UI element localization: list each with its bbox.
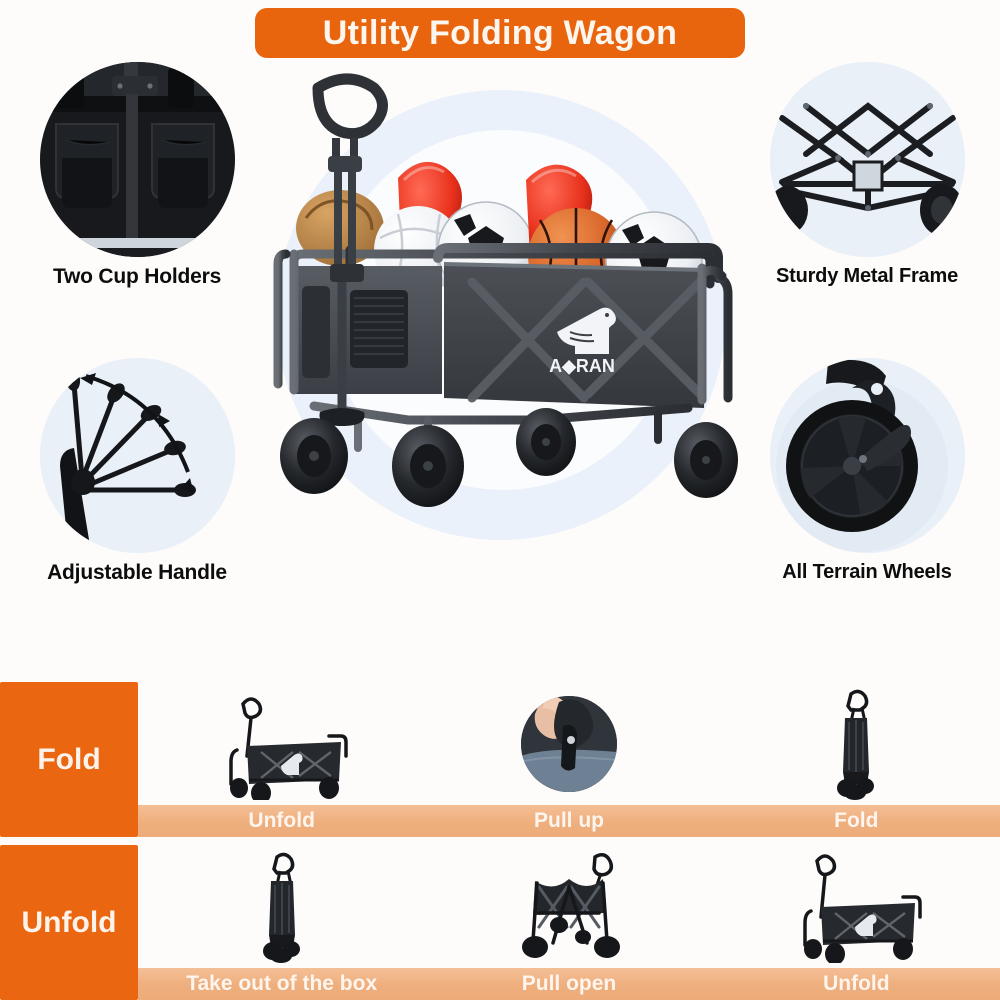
row-label-unfold-text: Unfold: [21, 905, 117, 939]
unfold-label-strip: [138, 968, 1000, 1000]
metal-frame-icon: [769, 62, 965, 257]
fold-steps: Unfold: [138, 682, 1000, 837]
feature-cup-holders: Two Cup Holders: [22, 62, 252, 289]
wheels: [280, 408, 738, 507]
unfold-steps: Take out of the box: [138, 845, 1000, 1000]
feature-image-wrap: [39, 358, 235, 553]
step-unfold-pullopen: Pull open: [425, 845, 712, 1000]
step-unfold-unfold: Unfold: [713, 845, 1000, 1000]
step-label: Fold: [834, 809, 879, 832]
feature-all-terrain-wheels: All Terrain Wheels: [752, 358, 982, 584]
step-label: Unfold: [823, 972, 890, 995]
feature-label: All Terrain Wheels: [782, 561, 952, 583]
wagon-illustration: A◆RAN: [273, 73, 738, 507]
feature-label: Adjustable Handle: [47, 561, 227, 584]
instruction-row-fold: Fold: [0, 682, 1000, 837]
row-label-fold-text: Fold: [37, 742, 101, 776]
step-label: Take out of the box: [186, 972, 378, 995]
feature-image-wrap: [769, 62, 965, 257]
hero-product-image: A◆RAN: [258, 68, 742, 568]
step-fold-pullup: Pull up: [425, 682, 712, 837]
step-label: Pull up: [533, 809, 604, 832]
brand-logo: A◆RAN: [549, 307, 616, 376]
fold-label-strip: [138, 805, 1000, 837]
step-label: Pull open: [521, 972, 617, 995]
feature-label: Two Cup Holders: [52, 265, 222, 288]
wagon-collapsed-icon: [821, 682, 891, 805]
wagon-collapsed-icon: [247, 845, 317, 968]
wagon-body: A◆RAN: [273, 73, 738, 507]
feature-label: Sturdy Metal Frame: [775, 265, 958, 287]
row-label-fold: Fold: [0, 682, 138, 837]
hand-strap-icon: [520, 682, 617, 805]
page-title-banner: Utility Folding Wagon: [255, 8, 745, 58]
feature-image-wrap: [769, 358, 965, 553]
step-fold-unfold: Unfold: [138, 682, 425, 837]
feature-metal-frame: Sturdy Metal Frame: [752, 62, 982, 288]
adjustable-handle-icon: [39, 358, 235, 553]
cup-holder-icon: [39, 62, 235, 257]
pull-handle: [312, 73, 388, 426]
step-label: Unfold: [248, 809, 315, 832]
step-fold-fold: Fold: [713, 682, 1000, 837]
instruction-row-unfold: Unfold: [0, 845, 1000, 1000]
feature-image-wrap: [39, 62, 235, 257]
svg-text:A◆RAN: A◆RAN: [549, 356, 615, 376]
wagon-halfopen-icon: [509, 845, 629, 968]
feature-adjustable-handle: Adjustable Handle: [22, 358, 252, 585]
wagon-open-icon: [207, 682, 357, 805]
wagon-open-icon: [781, 845, 931, 968]
row-label-unfold: Unfold: [0, 845, 138, 1000]
step-unfold-takeout: Take out of the box: [138, 845, 425, 1000]
page-title: Utility Folding Wagon: [322, 13, 678, 52]
wheel-icon: [769, 358, 965, 553]
